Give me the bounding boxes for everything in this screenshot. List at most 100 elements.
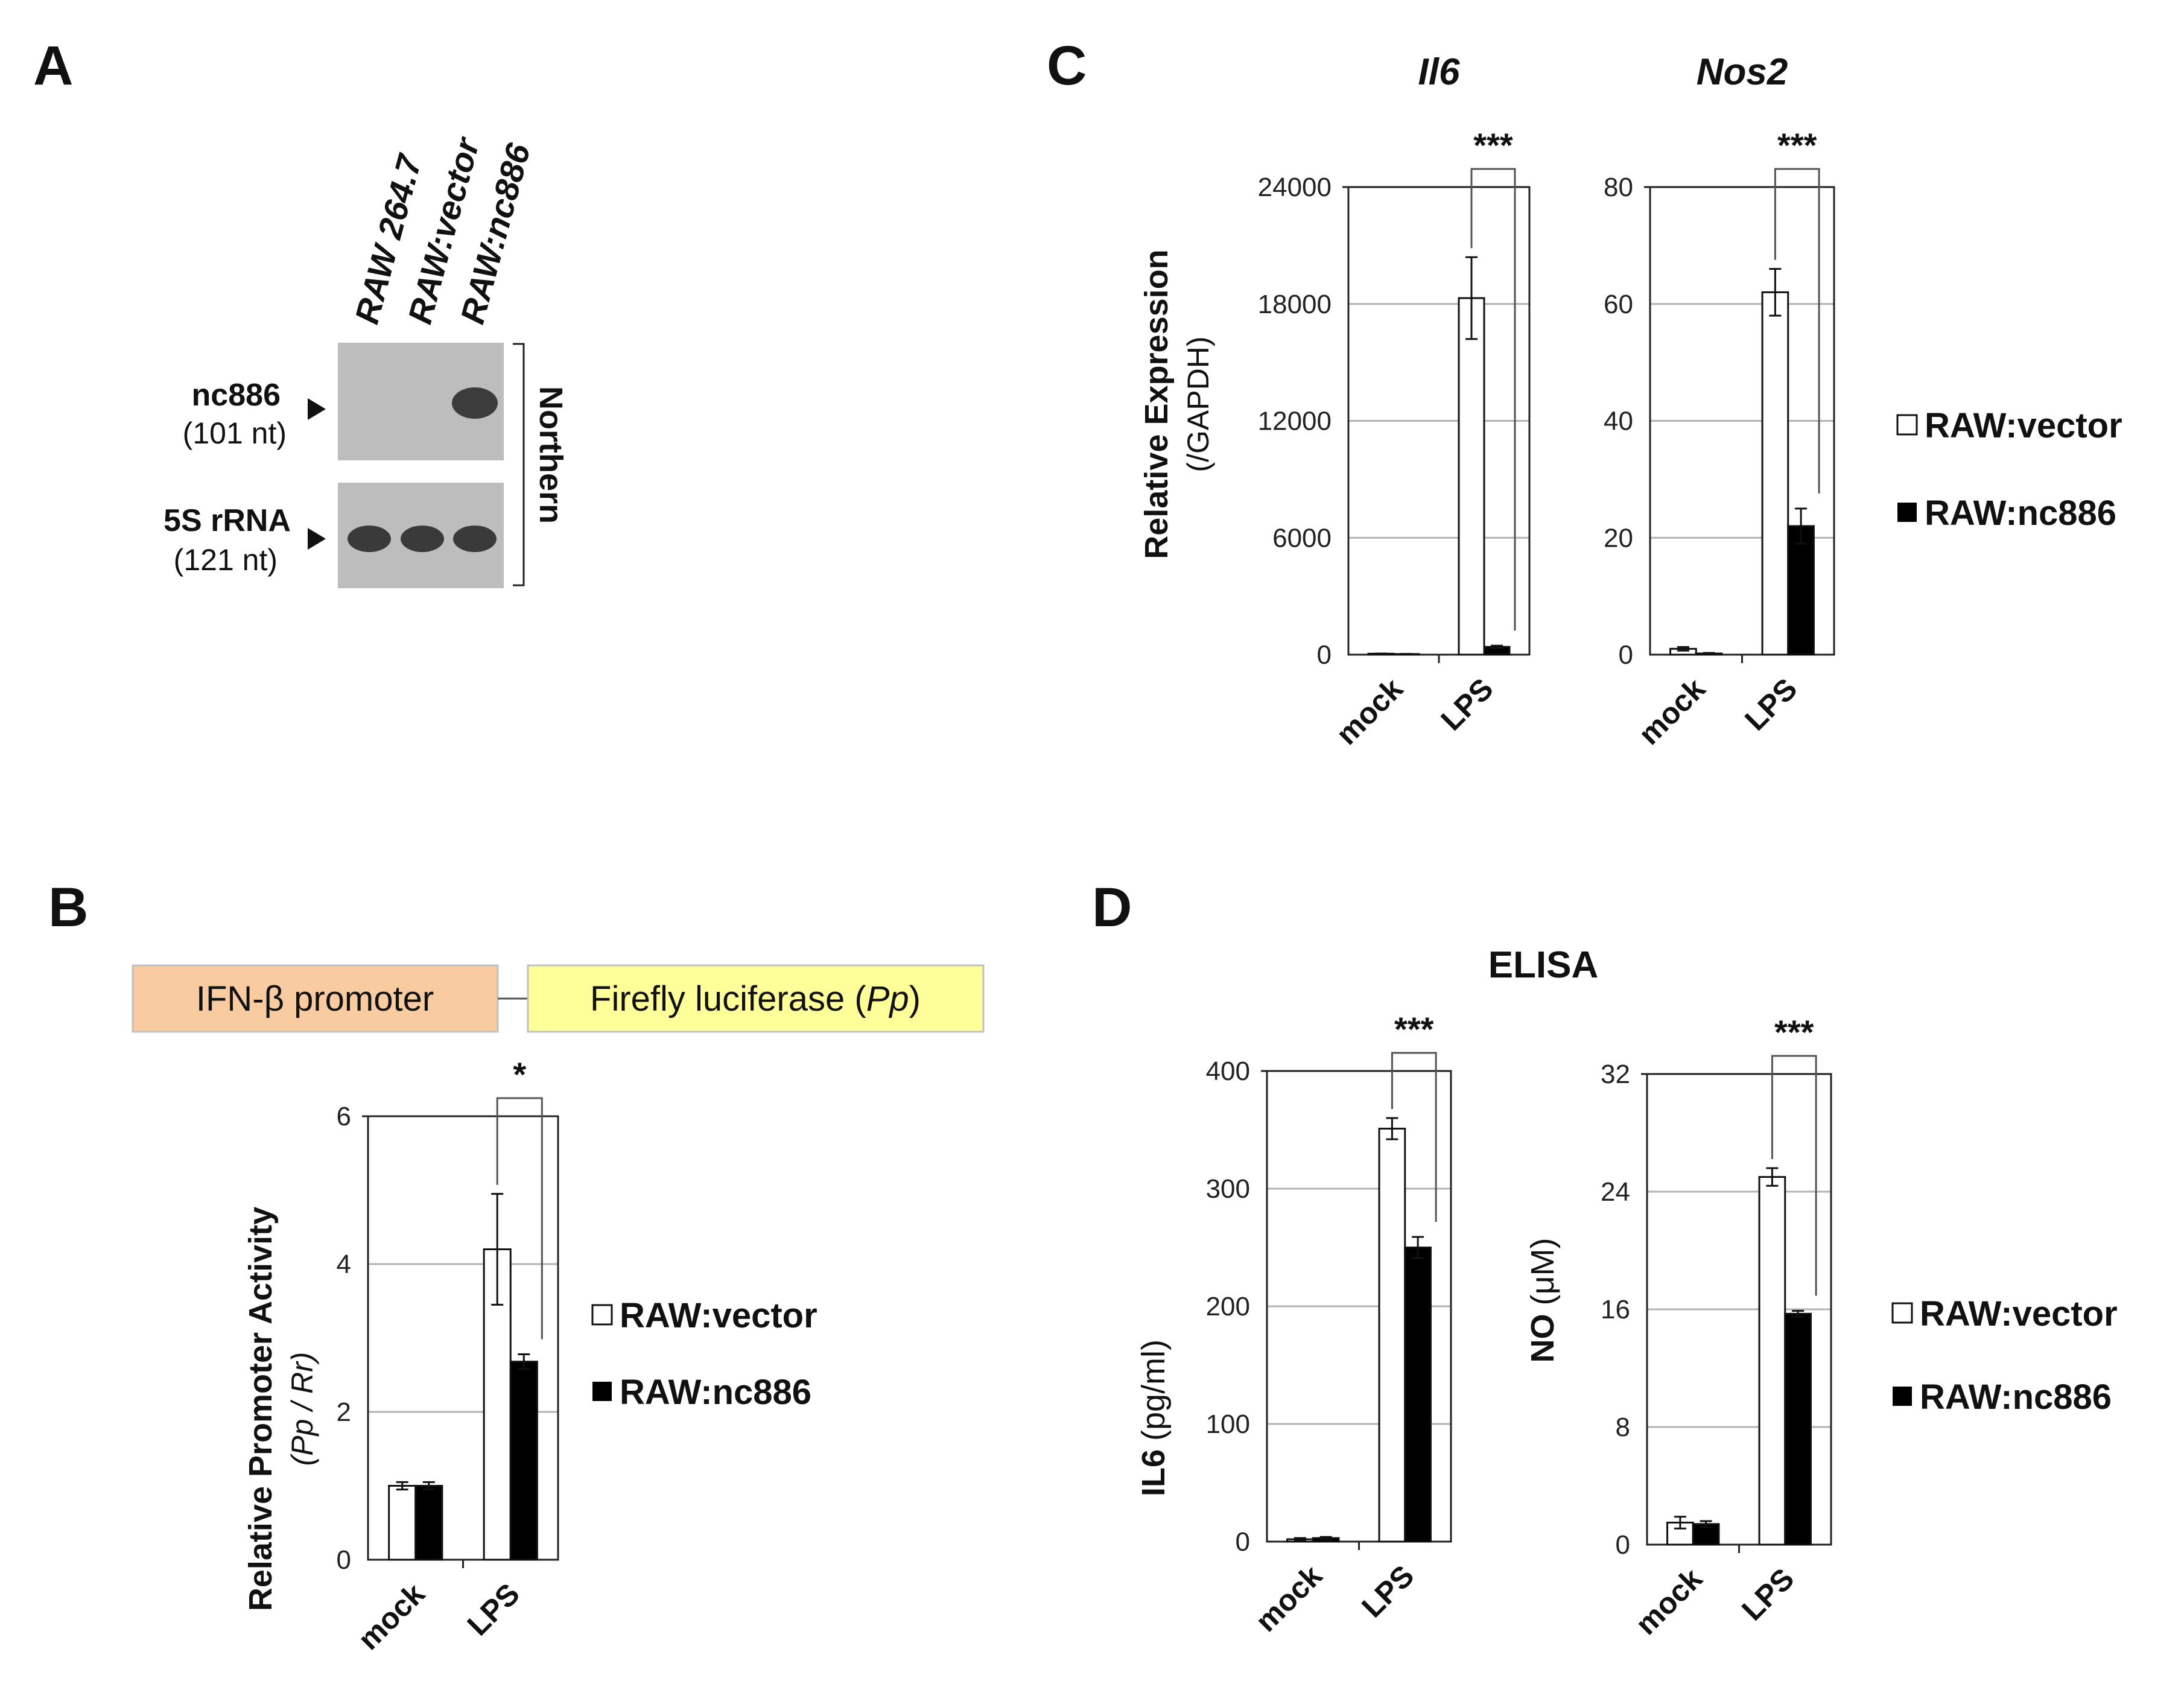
y-tick-label: 12000 xyxy=(1258,407,1332,436)
bar xyxy=(414,1485,443,1561)
legend-d-vector-swatch xyxy=(1891,1302,1913,1324)
y-tick-label: 24000 xyxy=(1258,173,1332,202)
panel-c: C 0 6000 12000 18000 24000 mock LPS *** Il6 0 20 4… xyxy=(1047,35,2122,751)
legend-c-vector-label: RAW:vector xyxy=(1925,406,2122,445)
panel-letter-c: C xyxy=(1047,35,1087,97)
y-tick-label: 16 xyxy=(1601,1295,1630,1324)
category-label: LPS xyxy=(1735,1562,1800,1627)
significance-marker: *** xyxy=(1777,126,1817,164)
legend-b-vector-swatch xyxy=(591,1304,613,1326)
bar xyxy=(1784,1312,1812,1546)
significance-marker: *** xyxy=(1774,1013,1814,1051)
significance-marker: * xyxy=(513,1055,526,1093)
chart-b-ylabel-sub: (Pp / Rr) xyxy=(285,1352,319,1466)
category-label: mock xyxy=(1330,672,1409,751)
y-tick-label: 400 xyxy=(1206,1057,1250,1086)
y-tick-label: 2 xyxy=(337,1397,351,1427)
category-label: LPS xyxy=(1434,672,1499,737)
y-tick-label: 200 xyxy=(1206,1292,1250,1321)
panel-letter-b: B xyxy=(48,877,88,938)
band-size-5s-rrna: (121 nt) xyxy=(174,543,278,577)
northern-label: Northern xyxy=(533,386,569,524)
bar xyxy=(1787,525,1815,656)
category-label: mock xyxy=(352,1577,431,1656)
band-5s-lane3 xyxy=(453,526,497,552)
significance-bracket xyxy=(1470,168,1516,631)
legend-d-vector-label: RAW:vector xyxy=(1920,1294,2118,1333)
chart-c-ylabel-sub: (/GAPDH) xyxy=(1181,337,1215,472)
significance-bracket xyxy=(1391,1052,1437,1222)
northern-bracket xyxy=(513,343,525,586)
arrowhead-nc886-icon xyxy=(308,398,326,420)
category-label: mock xyxy=(1249,1559,1328,1638)
y-tick-label: 100 xyxy=(1206,1409,1250,1439)
y-tick-label: 20 xyxy=(1604,523,1633,553)
legend-c: RAW:vector RAW:nc886 xyxy=(1896,406,2122,533)
legend-b-nc886-swatch xyxy=(592,1382,612,1401)
y-tick-label: 40 xyxy=(1604,407,1633,436)
band-size-nc886: (101 nt) xyxy=(183,416,287,450)
legend-c-vector-swatch xyxy=(1896,414,1918,436)
significance-marker: *** xyxy=(1394,1010,1434,1048)
bar xyxy=(388,1485,417,1561)
bar xyxy=(1378,1128,1406,1543)
bar xyxy=(509,1361,538,1561)
legend-b-vector-label: RAW:vector xyxy=(620,1296,817,1335)
legend-d-nc886-swatch xyxy=(1893,1387,1912,1406)
chart-promoter-activity: 0 2 4 6 mock LPS * xyxy=(337,1055,559,1656)
legend-d: RAW:vector RAW:nc886 xyxy=(1891,1294,2118,1417)
y-tick-label: 0 xyxy=(1619,640,1633,670)
chart-il6-expression: 0 6000 12000 18000 24000 mock LPS *** Il6 xyxy=(1258,51,1531,751)
chart-d1-ylabel: IL6(pg/ml) xyxy=(1135,1339,1172,1496)
chart-il6-elisa: 0 100 200 300 400 mock LPS *** xyxy=(1206,1010,1452,1638)
legend-b-nc886-label: RAW:nc886 xyxy=(620,1373,811,1412)
panel-letter-d: D xyxy=(1092,877,1132,938)
significance-marker: *** xyxy=(1473,126,1513,164)
category-label: LPS xyxy=(1355,1559,1420,1624)
y-tick-label: 6000 xyxy=(1272,523,1332,553)
y-tick-label: 0 xyxy=(337,1545,351,1575)
legend-d-nc886-label: RAW:nc886 xyxy=(1920,1378,2112,1417)
category-label: LPS xyxy=(461,1577,526,1642)
y-tick-label: 6 xyxy=(337,1102,351,1131)
legend-c-nc886-label: RAW:nc886 xyxy=(1925,494,2116,533)
y-tick-label: 8 xyxy=(1616,1412,1630,1442)
y-tick-label: 18000 xyxy=(1258,290,1332,319)
y-tick-label: 0 xyxy=(1616,1530,1630,1560)
chart-b-ylabel: Relative Promoter Activity xyxy=(243,1207,279,1611)
y-tick-label: 0 xyxy=(1317,640,1332,670)
chart-d2-ylabel: NO(μM) xyxy=(1525,1238,1561,1362)
bar xyxy=(1404,1247,1432,1543)
band-nc886-lane3 xyxy=(452,387,498,419)
y-tick-label: 4 xyxy=(337,1250,351,1279)
construct-luciferase-box xyxy=(527,964,985,1033)
category-label: LPS xyxy=(1738,672,1803,737)
panel-b: B IFN-β promoter Firefly luciferase (Pp)… xyxy=(48,877,985,1656)
significance-bracket xyxy=(1774,168,1820,494)
band-5s-lane2 xyxy=(401,526,444,552)
panel-letter-a: A xyxy=(33,35,73,97)
category-label: mock xyxy=(1632,672,1712,751)
category-label: mock xyxy=(1629,1562,1709,1641)
y-tick-label: 24 xyxy=(1601,1177,1630,1207)
y-tick-label: 32 xyxy=(1601,1060,1630,1089)
bar xyxy=(1761,291,1789,656)
y-tick-label: 80 xyxy=(1604,173,1633,202)
y-tick-label: 300 xyxy=(1206,1174,1250,1204)
significance-bracket xyxy=(496,1097,543,1339)
y-tick-label: 0 xyxy=(1236,1527,1250,1557)
construct-promoter-label: IFN-β promoter xyxy=(196,979,434,1018)
chart-title: Il6 xyxy=(1418,51,1460,93)
chart-c-ylabel: Relative Expression xyxy=(1138,249,1175,559)
bar xyxy=(1458,297,1485,656)
construct-luciferase-label: Firefly luciferase (Pp) xyxy=(590,979,921,1018)
band-5s-lane1 xyxy=(348,526,391,552)
chart-no-elisa: 0 8 16 24 32 mock LPS *** xyxy=(1601,1013,1832,1641)
y-tick-label: 60 xyxy=(1604,290,1633,319)
legend-c-nc886-swatch xyxy=(1897,503,1917,522)
chart-title: Nos2 xyxy=(1697,51,1788,93)
band-label-5s-rrna: 5S rRNA xyxy=(163,503,291,538)
bar xyxy=(1758,1176,1786,1546)
